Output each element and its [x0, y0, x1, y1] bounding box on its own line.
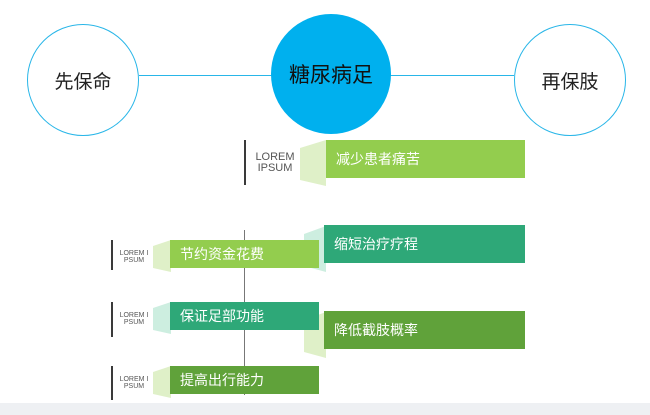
right-item-2-label: 缩短治疗疗程: [334, 237, 418, 253]
lorem-label-top-text: LOREM IPSUM: [255, 151, 295, 174]
circle-center-label: 糖尿病足: [289, 63, 373, 87]
spine-left-3: [111, 366, 113, 400]
fold-left-2: [153, 302, 171, 334]
connector-left: [139, 75, 274, 76]
left-item-3-label: 提高出行能力: [180, 373, 264, 389]
circle-left: 先保命: [27, 24, 139, 136]
lorem-label-2-text: LOREM I PSUM: [119, 312, 149, 326]
left-item-1: 节约资金花费: [170, 240, 319, 268]
left-item-2: 保证足部功能: [170, 302, 319, 330]
fold-left-3: [153, 366, 171, 398]
lorem-label-1: LOREM I PSUM: [113, 243, 155, 271]
lorem-label-1-text: LOREM I PSUM: [119, 250, 149, 264]
spine-left-2: [111, 302, 113, 337]
left-item-3: 提高出行能力: [170, 366, 319, 394]
bottom-shade: [0, 403, 650, 415]
right-item-1-label: 减少患者痛苦: [336, 152, 420, 168]
lorem-label-top: LOREM IPSUM: [246, 140, 304, 186]
circle-right: 再保肢: [514, 24, 626, 136]
circle-center: 糖尿病足: [271, 14, 391, 134]
fold-right-1: [300, 140, 326, 186]
spine-right: [244, 140, 246, 185]
circle-left-label: 先保命: [54, 70, 112, 93]
circle-right-label: 再保肢: [541, 70, 599, 93]
lorem-label-3: LOREM I PSUM: [113, 369, 155, 397]
lorem-label-3-text: LOREM I PSUM: [119, 376, 149, 390]
right-item-1: 减少患者痛苦: [326, 140, 525, 178]
left-item-2-label: 保证足部功能: [180, 309, 264, 325]
right-item-3-label: 降低截肢概率: [334, 323, 418, 339]
left-item-1-label: 节约资金花费: [180, 247, 264, 263]
right-item-2: 缩短治疗疗程: [324, 225, 525, 263]
fold-left-1: [153, 240, 171, 272]
connector-right: [388, 75, 514, 76]
right-item-3: 降低截肢概率: [324, 311, 525, 349]
lorem-label-2: LOREM I PSUM: [113, 305, 155, 333]
spine-left-1: [111, 240, 113, 270]
